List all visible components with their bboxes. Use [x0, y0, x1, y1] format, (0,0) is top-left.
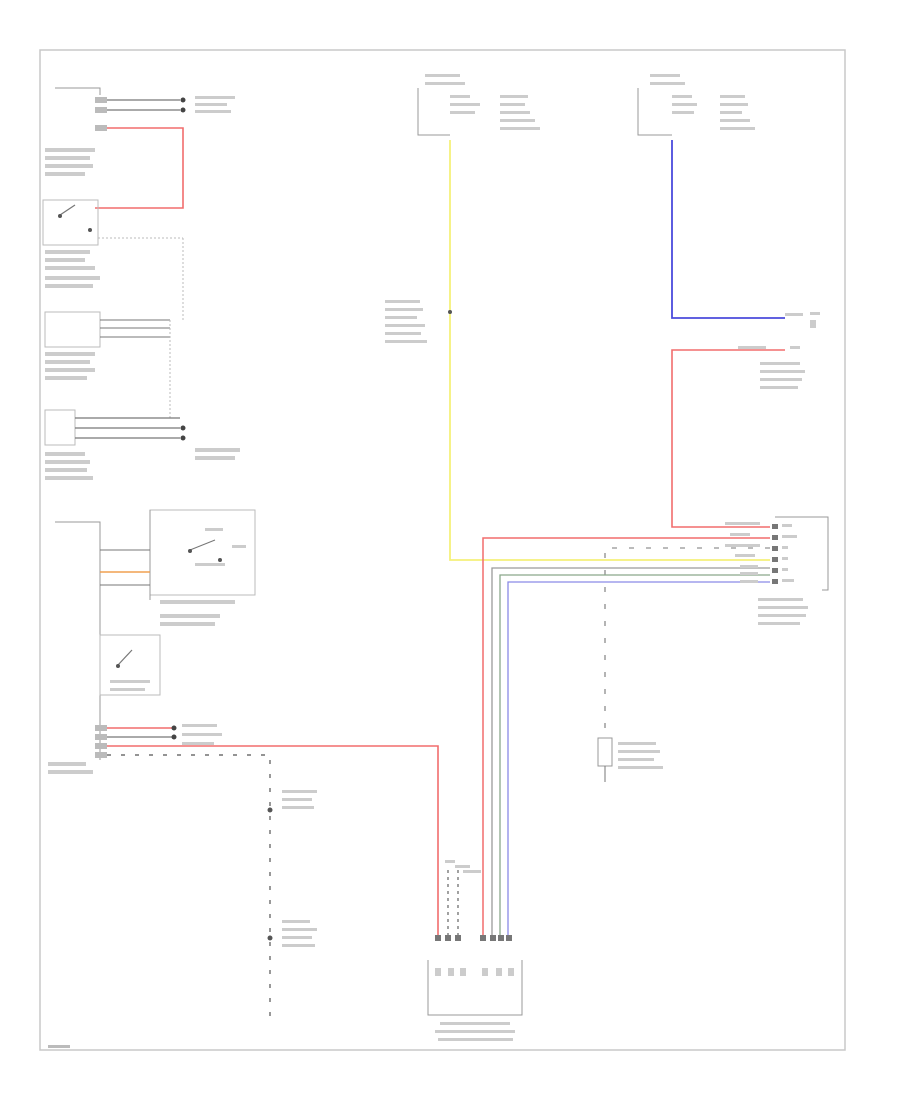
headlight-switch-component — [42, 148, 184, 320]
ground-right — [597, 737, 663, 782]
top-left-red-wire — [95, 125, 184, 209]
blue-wire — [671, 140, 820, 328]
combination-connector-lower — [48, 724, 439, 1020]
dimmer-switch — [99, 634, 161, 696]
fuse-box-top-center — [417, 74, 540, 136]
front-control-unit — [427, 860, 523, 1041]
wire-bundle-to-controller — [482, 522, 770, 935]
yellow-wire-main — [385, 140, 770, 561]
headlight-leveling-control-module — [758, 516, 829, 625]
light-control-switch-block — [44, 311, 171, 420]
red-wire-right — [671, 346, 805, 528]
passenger-connector-block — [44, 409, 240, 480]
top-left-connector — [55, 87, 235, 113]
fuse-box-top-right — [637, 74, 755, 136]
figure-code-mark — [48, 1045, 70, 1048]
light-control-switch-relay — [55, 509, 256, 760]
diagram-frame — [39, 49, 846, 1051]
controller-terminals — [435, 935, 514, 976]
ground-wire-left-labels — [267, 790, 317, 947]
